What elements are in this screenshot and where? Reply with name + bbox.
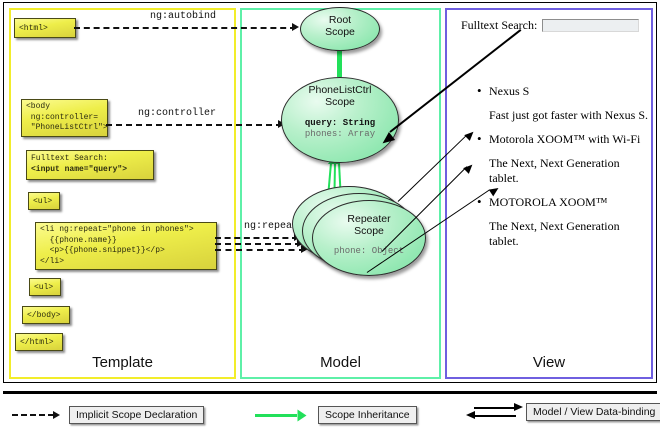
- code-box-body-close: </body>: [22, 306, 70, 324]
- code-box-li-repeat: <li ng:repeat="phone in phones"> {{phone…: [35, 222, 217, 270]
- legend: Implicit Scope Declaration Scope Inherit…: [0, 400, 660, 435]
- scope-title-root-line2: Scope: [325, 26, 355, 39]
- legend-divider: [3, 391, 657, 394]
- view-list-item[interactable]: Motorola XOOM™ with Wi-Fi The Next, Next…: [475, 131, 650, 186]
- scope-title-repeater-line1: Repeater: [347, 213, 391, 225]
- connector-arrow-ng-repeat-3: [301, 245, 308, 253]
- view-search-input[interactable]: [542, 19, 640, 32]
- scope-title-phonelistctrl-line1: PhoneListCtrl: [308, 84, 372, 96]
- view-search-label: Fulltext Search:: [461, 18, 538, 32]
- view-item-snippet: The Next, Next Generation tablet.: [489, 156, 620, 185]
- code-box-html-close: </html>: [15, 333, 63, 351]
- connector-line-ng-repeat-2: [215, 243, 301, 245]
- code-line-label: Fulltext Search:: [31, 154, 108, 163]
- code-box-ul-open: <ul>: [28, 192, 60, 210]
- scope-title-phonelistctrl-line2: Scope: [325, 96, 355, 109]
- legend-item-scope-inheritance: Scope Inheritance: [255, 406, 417, 424]
- view-list-item[interactable]: MOTOROLA XOOM™ The Next, Next Generation…: [475, 194, 650, 249]
- view-content: Fulltext Search: Nexus S Fast just got f…: [453, 12, 650, 372]
- view-phone-list: Nexus S Fast just got faster with Nexus …: [475, 83, 650, 252]
- legend-dashed-line-icon: [12, 414, 54, 416]
- connector-line-ng-autobind: [74, 27, 296, 29]
- connector-label-ng-repeat: ng:repeat: [244, 221, 299, 232]
- scope-title-root-line1: Root: [328, 14, 352, 26]
- legend-green-line-icon: [255, 413, 297, 417]
- legend-label-implicit-scope-declaration: Implicit Scope Declaration: [69, 406, 205, 424]
- panel-model: Model: [240, 8, 441, 379]
- view-list-item[interactable]: Nexus S Fast just got faster with Nexus …: [475, 83, 650, 123]
- connector-arrow-ng-autobind: [292, 23, 299, 31]
- view-item-snippet: Fast just got faster with Nexus S.: [489, 108, 648, 122]
- connector-line-ng-repeat-1: [215, 237, 298, 239]
- legend-label-scope-inheritance: Scope Inheritance: [318, 406, 417, 424]
- panel-label-view: View: [532, 354, 566, 371]
- scope-prop-phone: phone: Object: [333, 245, 405, 256]
- view-item-name: MOTOROLA XOOM™: [475, 194, 650, 210]
- legend-green-arrow-icon: [297, 409, 307, 421]
- code-box-html-open: <html>: [14, 18, 76, 38]
- diagram-frame: Template Model View <html> <body ng:cont…: [3, 2, 657, 383]
- scope-prop-query: query: String: [304, 117, 376, 128]
- inheritance-line-root: [337, 50, 342, 77]
- view-item-name: Nexus S: [475, 83, 650, 99]
- connector-line-ng-repeat-3: [215, 249, 305, 251]
- legend-label-model-view-data-binding: Model / View Data-binding: [526, 403, 660, 421]
- view-item-name: Motorola XOOM™ with Wi-Fi: [475, 131, 650, 147]
- code-box-body-open: <body ng:controller= "PhoneListCtrl">: [21, 99, 108, 137]
- legend-item-implicit-scope-declaration: Implicit Scope Declaration: [12, 406, 205, 424]
- legend-dashed-arrow-icon: [53, 411, 60, 419]
- connector-label-ng-controller: ng:controller: [138, 108, 217, 119]
- view-search-row: Fulltext Search:: [461, 18, 640, 33]
- scope-prop-phones: phones: Array: [304, 129, 376, 139]
- connector-label-ng-autobind: ng:autobind: [150, 11, 217, 22]
- legend-double-arrow-icon: [466, 403, 523, 421]
- view-item-snippet: The Next, Next Generation tablet.: [489, 219, 620, 248]
- code-box-ul-close: <ul>: [29, 278, 61, 296]
- panel-label-model: Model: [320, 354, 361, 371]
- legend-item-model-view-data-binding: Model / View Data-binding: [466, 403, 660, 421]
- panel-label-template: Template: [92, 354, 153, 371]
- scope-props-repeater: phone: Object: [313, 246, 425, 257]
- scope-props-phonelistctrl: query: String phones: Array: [282, 118, 398, 141]
- code-line-input: <input name="query">: [31, 164, 128, 174]
- connector-line-ng-controller: [106, 124, 282, 126]
- code-box-fulltext-search: Fulltext Search: <input name="query">: [26, 150, 154, 180]
- scope-title-repeater-line2: Scope: [354, 225, 384, 238]
